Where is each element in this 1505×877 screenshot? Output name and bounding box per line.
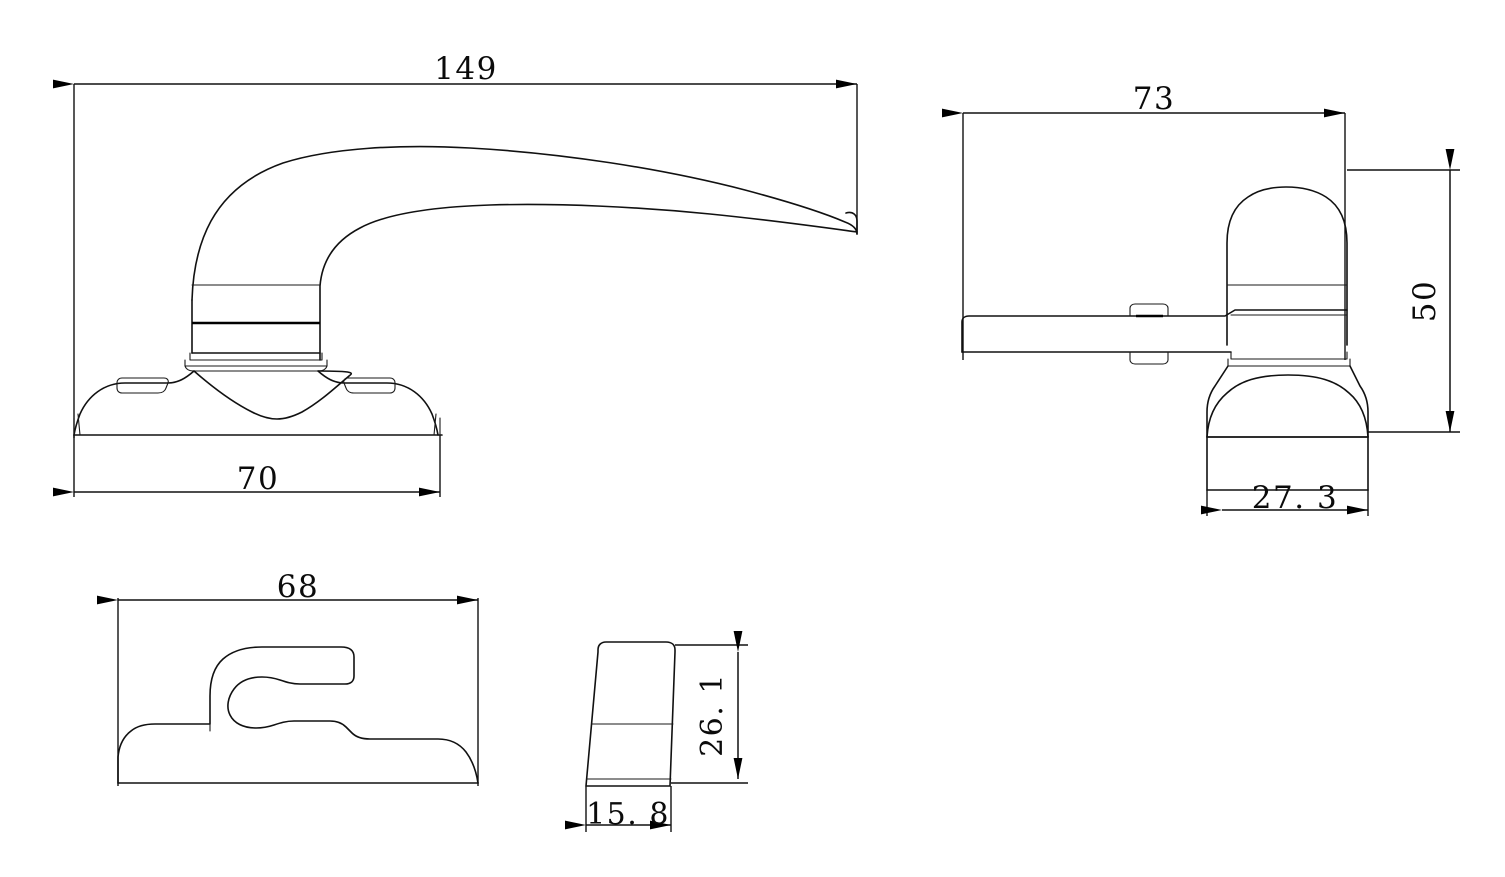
- base-center-valley: [193, 370, 352, 420]
- dim-label-overall-length: 149: [434, 51, 498, 87]
- detail-view: [565, 631, 748, 832]
- dim-label-base-width: 70: [237, 461, 279, 497]
- base-left-dome: [73, 370, 195, 436]
- stem-flange-lower: [184, 359, 328, 367]
- dim-label-detail-height: 26. 1: [695, 673, 730, 757]
- dim-label-detail-width: 15. 8: [586, 797, 670, 832]
- base-slot-right: [343, 377, 396, 394]
- front-view: [53, 79, 858, 497]
- base-right-dome: [317, 370, 439, 436]
- base-slot-left: [116, 377, 169, 394]
- base-edge-tick-right: [433, 413, 441, 436]
- side-washer-upper: [1230, 351, 1348, 360]
- cap-outline: [585, 641, 676, 787]
- stem-flange-upper: [189, 352, 323, 361]
- dim-label-side-height: 50: [1407, 280, 1443, 322]
- base-edge-tick-left: [73, 413, 81, 436]
- side-lever-tab-bottom: [1129, 351, 1169, 365]
- lever-lower-profile: [319, 203, 858, 361]
- side-washer-lower: [1227, 358, 1351, 367]
- side-view: [942, 108, 1460, 516]
- side-lever-tab-top: [1129, 303, 1169, 317]
- lever-upper-profile: [191, 145, 858, 301]
- top-view: [97, 595, 479, 786]
- dim-label-side-width: 73: [1133, 81, 1175, 117]
- plan-base-outline: [117, 646, 479, 784]
- dim-label-cap-base-width: 27. 3: [1252, 480, 1338, 516]
- side-base-block: [1206, 365, 1369, 438]
- side-base-dome-arc: [1206, 374, 1369, 438]
- stem-flange-skirt: [184, 365, 328, 372]
- side-knob-body: [1226, 186, 1348, 346]
- dim-label-plan-width: 68: [277, 569, 319, 605]
